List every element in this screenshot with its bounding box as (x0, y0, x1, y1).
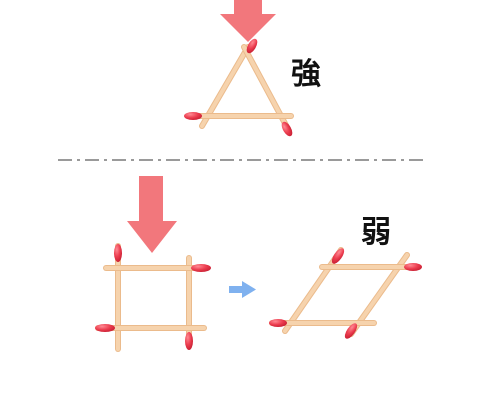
parallelogram-structure (269, 247, 422, 339)
match-head (185, 332, 193, 350)
force-arrow-bottom (127, 176, 177, 253)
match-head (184, 112, 202, 120)
matchstick (199, 44, 251, 129)
match-head (404, 263, 422, 271)
match-head (246, 38, 258, 54)
force-arrow-top (220, 0, 276, 42)
label-strong: 強 (291, 57, 321, 92)
right-arrow-icon (229, 281, 256, 298)
matchstick (282, 247, 344, 334)
match-head (95, 324, 115, 332)
match-head (331, 248, 345, 264)
match-head (114, 244, 122, 262)
match-head (269, 319, 287, 327)
square-structure (95, 243, 211, 352)
match-head (281, 121, 293, 137)
label-weak: 弱 (361, 215, 391, 250)
match-head (344, 323, 358, 339)
triangle-structure (184, 38, 294, 137)
match-head (191, 264, 211, 272)
